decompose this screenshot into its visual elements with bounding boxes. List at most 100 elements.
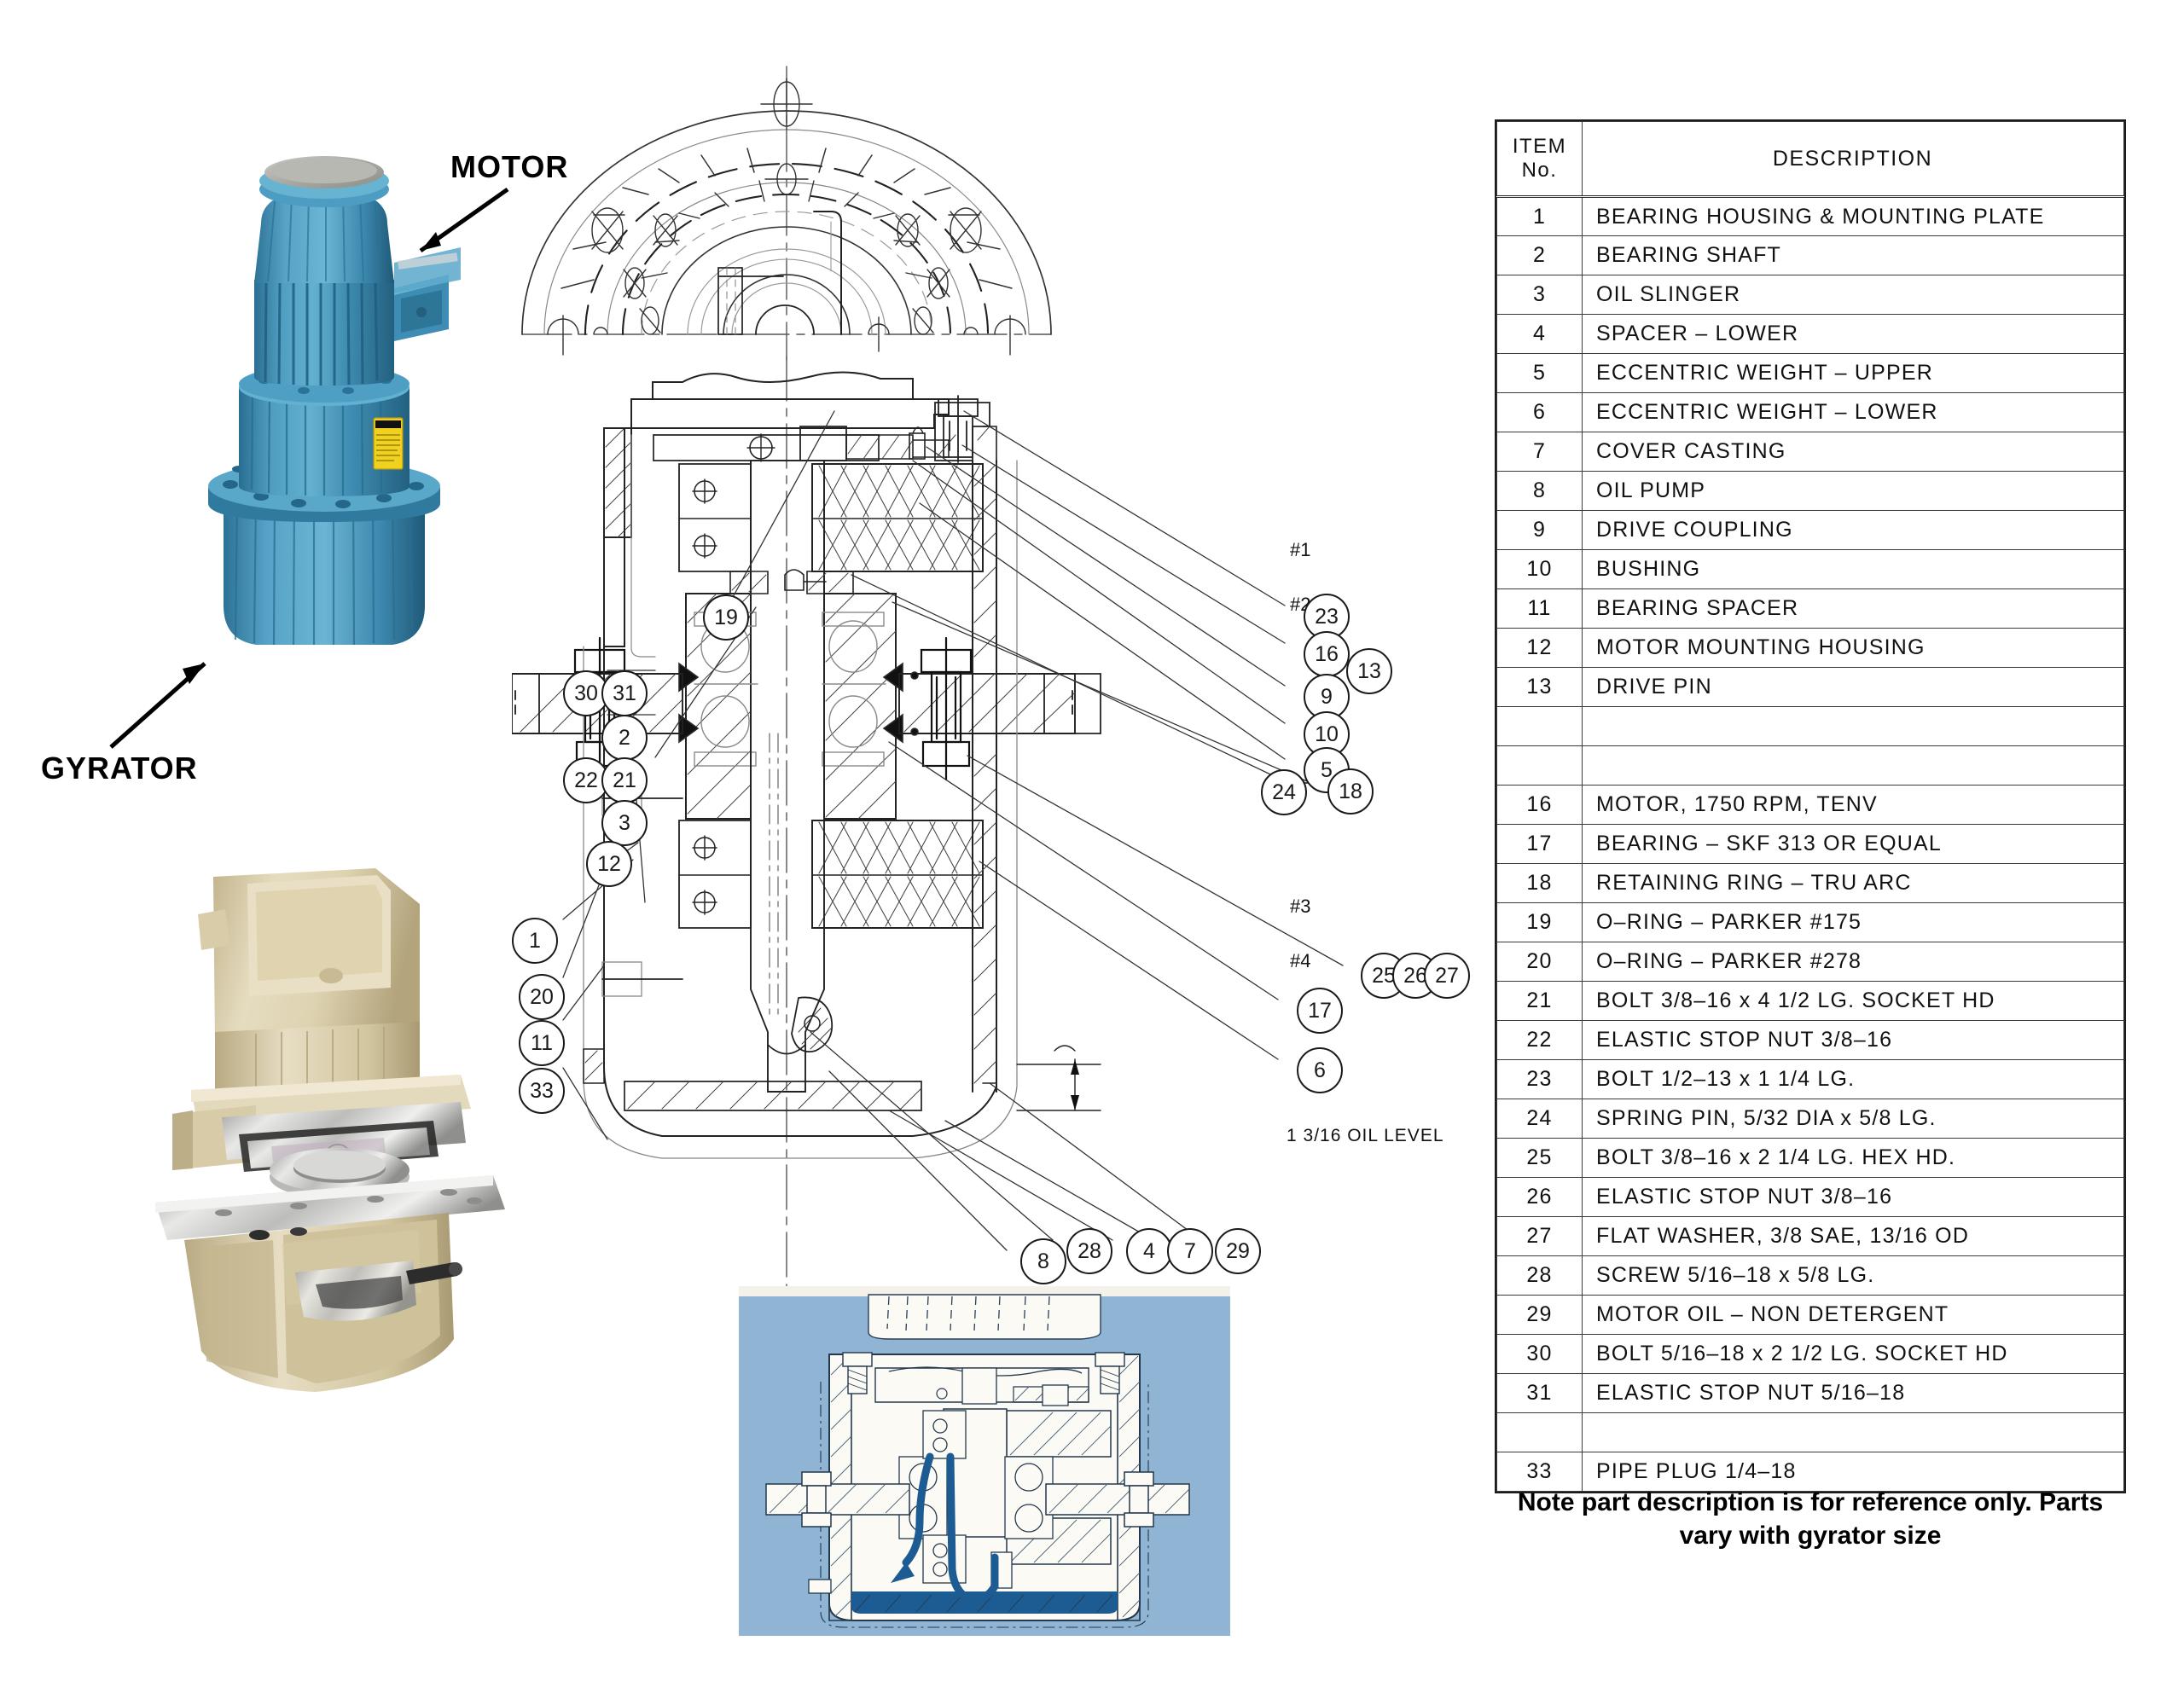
cell-item-no: 16: [1496, 785, 1583, 825]
cell-description: PIPE PLUG 1/4–18: [1582, 1452, 2124, 1492]
cell-description: OIL SLINGER: [1582, 275, 2124, 315]
balloon-callout-12: 12: [586, 841, 632, 887]
cell-description: [1582, 706, 2124, 746]
balloon-callout-27: 27: [1424, 953, 1470, 999]
cell-description: MOTOR OIL – NON DETERGENT: [1582, 1295, 2124, 1335]
cell-description: ELASTIC STOP NUT 3/8–16: [1582, 1177, 2124, 1217]
table-row: [1496, 745, 2124, 786]
balloon-callout-6: 6: [1297, 1047, 1343, 1093]
parts-table-note: Note part description is for reference o…: [1517, 1488, 2104, 1550]
cell-item-no: [1496, 706, 1583, 746]
plan-view: [521, 66, 1052, 361]
cell-item-no: 22: [1496, 1020, 1583, 1060]
cell-description: MOTOR, 1750 RPM, TENV: [1582, 785, 2124, 825]
cell-item-no: 10: [1496, 549, 1583, 589]
cell-description: SCREW 5/16–18 x 5/8 LG.: [1582, 1255, 2124, 1296]
cell-item-no: 25: [1496, 1138, 1583, 1178]
cell-item-no: 21: [1496, 981, 1583, 1021]
cell-item-no: 6: [1496, 392, 1583, 432]
cell-item-no: 11: [1496, 588, 1583, 629]
cell-description: COVER CASTING: [1582, 432, 2124, 472]
balloon-callout-17: 17: [1297, 988, 1343, 1034]
cell-description: BEARING SPACER: [1582, 588, 2124, 629]
oil-flow-figure: [739, 1286, 1230, 1636]
balloon-callout-21: 21: [601, 757, 648, 803]
cell-item-no: 27: [1496, 1216, 1583, 1256]
balloon-callout-7: 7: [1167, 1228, 1213, 1274]
cell-description: ELASTIC STOP NUT 5/16–18: [1582, 1373, 2124, 1413]
cell-description: BOLT 1/2–13 x 1 1/4 LG.: [1582, 1059, 2124, 1099]
balloon-callout-28: 28: [1066, 1228, 1112, 1274]
cell-description: SPACER – LOWER: [1582, 314, 2124, 354]
balloon-callout-19: 19: [703, 594, 749, 641]
balloon-callout-18: 18: [1327, 768, 1374, 815]
cell-description: DRIVE COUPLING: [1582, 510, 2124, 550]
cell-item-no: 12: [1496, 628, 1583, 668]
cell-description: BOLT 3/8–16 x 4 1/2 LG. SOCKET HD: [1582, 981, 2124, 1021]
header-item-no: ITEM No.: [1496, 121, 1583, 198]
cell-description: ECCENTRIC WEIGHT – UPPER: [1582, 353, 2124, 393]
hatch-label-3: #3: [1290, 896, 1311, 917]
cutaway-photo: [119, 861, 520, 1450]
cell-item-no: [1496, 745, 1583, 786]
header-item-line1: ITEM: [1512, 135, 1567, 159]
balloon-callout-20: 20: [519, 974, 565, 1020]
cell-description: O–RING – PARKER #175: [1582, 902, 2124, 942]
photo-label-motor: MOTOR: [450, 149, 569, 184]
cell-item-no: 2: [1496, 235, 1583, 275]
cell-item-no: 26: [1496, 1177, 1583, 1217]
cell-item-no: 9: [1496, 510, 1583, 550]
motor-arrow-icon: [419, 187, 509, 253]
cell-item-no: [1496, 1412, 1583, 1452]
cell-description: BEARING HOUSING & MOUNTING PLATE: [1582, 196, 2124, 236]
hatch-label-1: #1: [1290, 539, 1311, 560]
cell-item-no: 28: [1496, 1255, 1583, 1296]
cell-item-no: 30: [1496, 1334, 1583, 1374]
oil-level-dimension: 1 3/16 OIL LEVEL: [1287, 1126, 1444, 1145]
cell-description: ECCENTRIC WEIGHT – LOWER: [1582, 392, 2124, 432]
gyrator-arrow-icon: [109, 662, 206, 749]
balloon-callout-2: 2: [601, 715, 648, 761]
cell-description: OIL PUMP: [1582, 471, 2124, 511]
cell-item-no: 20: [1496, 942, 1583, 982]
balloon-callout-3: 3: [601, 800, 648, 846]
balloon-callout-30: 30: [563, 670, 609, 716]
balloon-callout-29: 29: [1215, 1228, 1261, 1274]
header-item-line2: No.: [1521, 159, 1558, 182]
cell-description: MOTOR MOUNTING HOUSING: [1582, 628, 2124, 668]
cell-description: SPRING PIN, 5/32 DIA x 5/8 LG.: [1582, 1099, 2124, 1139]
cell-item-no: 1: [1496, 196, 1583, 236]
cell-description: RETAINING RING – TRU ARC: [1582, 863, 2124, 903]
cell-item-no: 13: [1496, 667, 1583, 707]
cell-description: BEARING – SKF 313 OR EQUAL: [1582, 824, 2124, 864]
cell-item-no: 23: [1496, 1059, 1583, 1099]
cell-item-no: 18: [1496, 863, 1583, 903]
balloon-callout-33: 33: [519, 1068, 565, 1114]
cell-item-no: 5: [1496, 353, 1583, 393]
balloon-callout-31: 31: [601, 670, 648, 716]
cell-description: [1582, 1412, 2124, 1452]
cell-description: O–RING – PARKER #278: [1582, 942, 2124, 982]
table-row: [1496, 706, 2124, 746]
